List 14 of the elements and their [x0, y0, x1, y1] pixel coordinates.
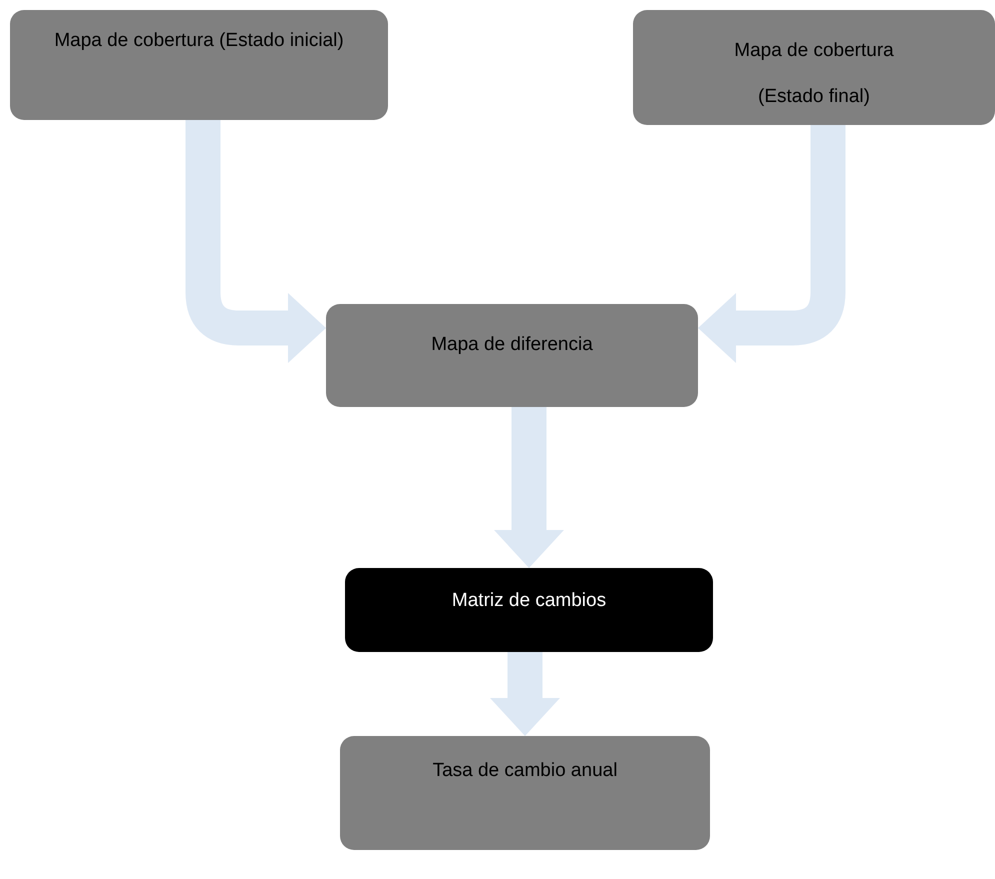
process-box	[340, 736, 710, 850]
box-label: Mapa de cobertura (Estado final)	[733, 39, 895, 109]
process-box	[345, 568, 713, 652]
process-box	[326, 304, 698, 407]
block-arrow	[490, 652, 560, 736]
process-box	[633, 10, 995, 125]
block-arrow	[494, 407, 564, 568]
process-box	[10, 10, 388, 120]
box-label: Mapa de cobertura (Estado inicial)	[54, 29, 344, 53]
box-label: Matriz de cambios	[452, 589, 606, 613]
block-arrow	[698, 125, 846, 363]
block-arrow	[186, 120, 326, 363]
box-label: Mapa de diferencia	[431, 333, 593, 357]
box-label: Tasa de cambio anual	[432, 759, 618, 783]
